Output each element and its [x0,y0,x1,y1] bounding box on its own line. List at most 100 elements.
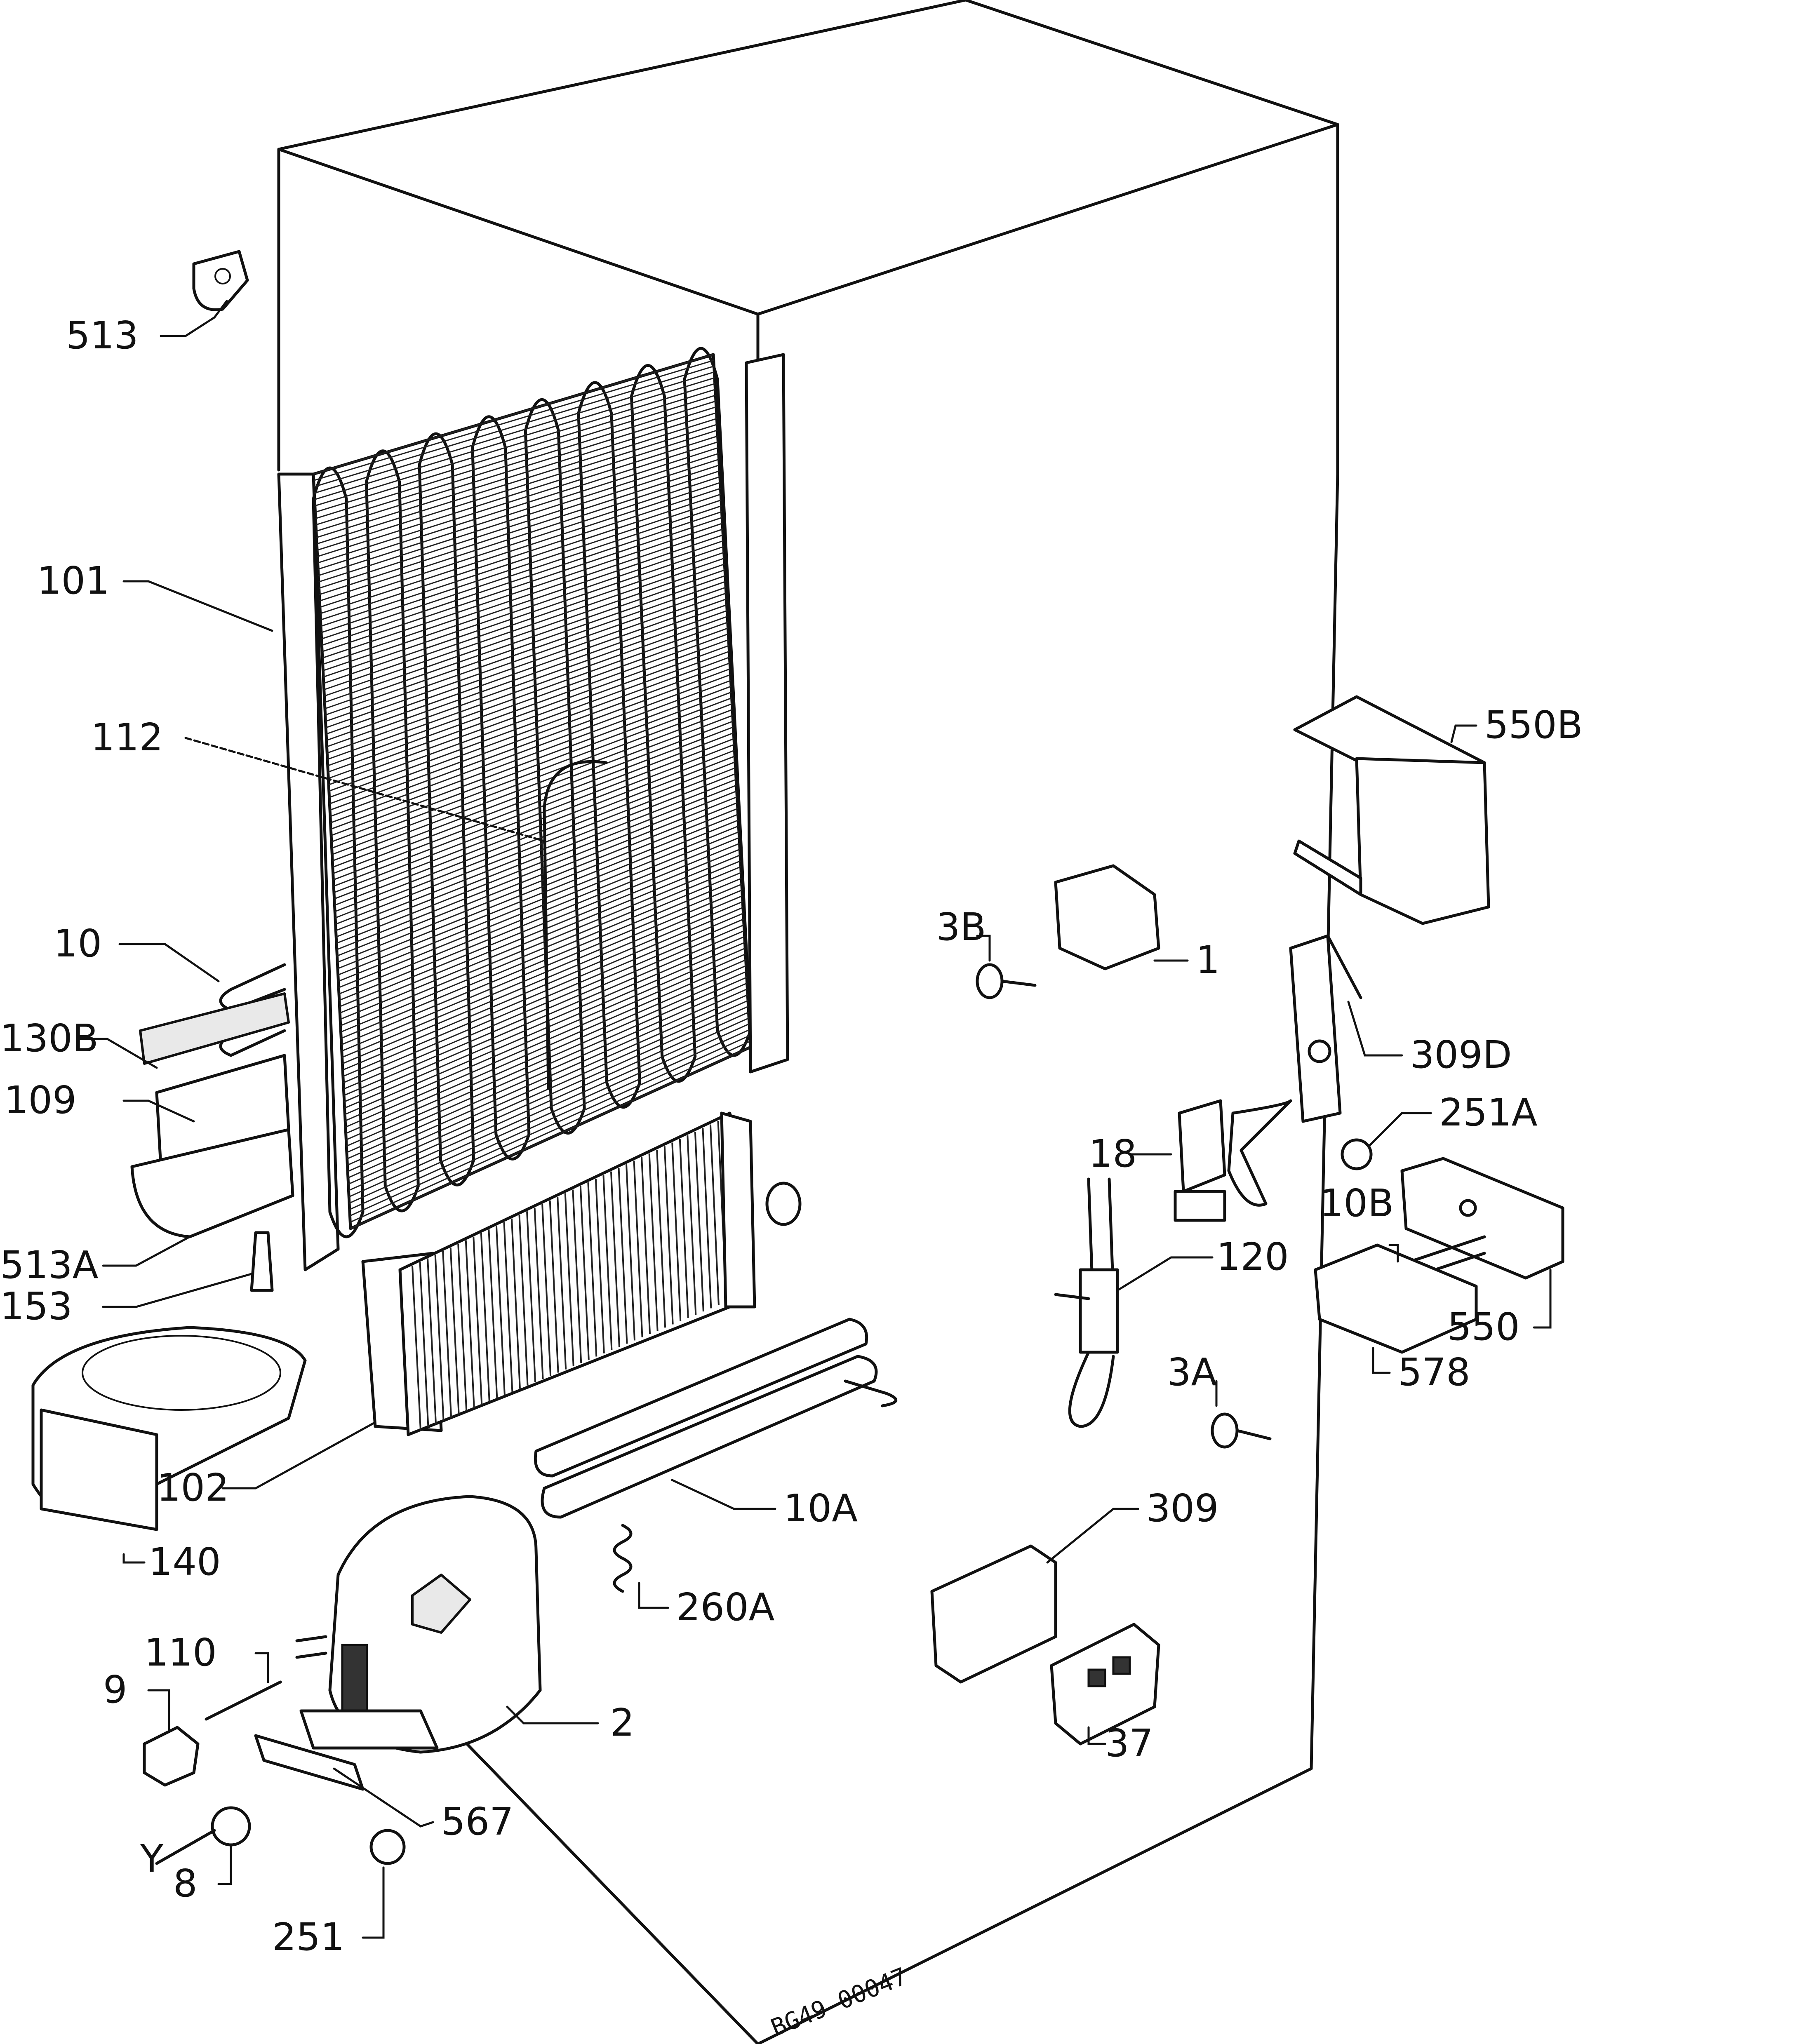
condenser-wire [348,1017,749,1198]
condenser-tube [577,381,641,1109]
condenser-wire [340,860,741,1027]
callout-109: 109 [4,1078,77,1122]
condenser-wire [344,936,745,1109]
compressor-2 [295,1495,542,1754]
callout-8: 8 [173,1861,198,1905]
heat-exchanger-fin [618,1168,628,1344]
condenser-wire [340,854,741,1020]
insulation-130B [139,992,290,1065]
heat-exchanger-fin [709,1124,720,1305]
callout-110: 110 [144,1631,217,1675]
condenser-wire [329,662,730,811]
callout-101: 101 [37,559,110,603]
callout-550: 550 [1447,1305,1520,1349]
condenser-wire [334,738,734,893]
condenser-wire [334,755,735,912]
heat-exchanger-fin [473,1236,483,1405]
callout-120: 120 [1216,1235,1289,1279]
callout-3b: 3B [936,905,986,949]
leader-lines [77,300,1552,1939]
condenser-wire [346,965,747,1141]
condenser-wire [336,796,738,957]
condenser-wire [325,575,726,716]
callout-18: 18 [1089,1132,1137,1176]
heat-exchanger-fin [412,1265,421,1431]
callout-10: 10 [54,921,102,966]
heat-exchanger-102 [361,1111,802,1436]
condenser-wire [332,697,732,849]
condenser-wire [330,680,731,830]
condenser-wire [323,540,724,678]
condenser-wire [322,534,723,672]
condenser-wire [348,1006,749,1185]
condenser-wire [350,1046,751,1229]
drawing-reference-number: BG49-00047 [767,1962,911,2042]
condenser-wire [336,790,737,950]
condenser-101 [277,347,789,1271]
drier-coil-112 [543,760,608,1090]
heat-exchanger-fin [503,1222,513,1392]
condenser-wire [325,581,726,722]
callout-37: 37 [1105,1721,1153,1765]
heat-exchanger-fin [449,1247,460,1415]
callout-140: 140 [148,1540,221,1584]
heat-exchanger-fin [702,1128,712,1309]
evaporating-tray-140 [31,1326,307,1531]
condenser-tube [524,398,586,1135]
condenser-wire [326,598,727,741]
condenser-wire [318,453,719,583]
condenser-wire [339,848,740,1014]
condenser-wire [323,546,724,684]
condenser-wire [345,947,746,1121]
grommet-251A [1341,1138,1373,1170]
heat-exchanger-fin [427,1258,437,1424]
heat-exchanger-fin [656,1149,666,1328]
condenser-wire [333,732,734,887]
heat-exchanger-fin [687,1135,697,1315]
condenser-wire [341,872,741,1039]
condenser-wire [319,470,720,601]
condenser-wire [336,779,736,938]
condenser-wire [346,971,747,1147]
condenser-wire [343,907,743,1077]
condenser-tube [418,432,475,1186]
heat-exchanger-fin [457,1244,468,1412]
condenser-wire [335,761,736,919]
condenser-wire [332,709,733,862]
condenser-wire [314,377,715,500]
bracket-550 [1400,1157,1564,1280]
condenser-wire [332,703,732,855]
condenser-wire [329,656,730,805]
cabinet-body [277,0,1339,2044]
condenser-wire [326,592,727,735]
condenser-wire [329,645,729,792]
condenser-wire [342,895,743,1064]
control-panel-37 [1050,1623,1160,1746]
condenser-wire [319,464,720,595]
relay-8: Y [140,1806,251,1881]
callout-1: 1 [1196,938,1220,982]
mounting-plate-567 [254,1734,365,1791]
callout-10a: 10A [783,1486,858,1530]
condenser-wire [333,726,734,881]
condenser-wire [338,825,739,989]
callout-102: 102 [157,1466,229,1510]
callout-2: 2 [610,1701,635,1745]
bracket-513 [192,250,249,311]
condenser-wire [315,389,715,513]
condenser-wire [342,901,743,1071]
callout-309d: 309D [1410,1033,1512,1077]
svg-text:Y: Y [140,1837,164,1881]
heat-exchanger-fin [465,1240,475,1408]
callout-labels: 513 101 112 10 130B 109 513A 153 102 140… [0,313,1583,1959]
callout-309: 309 [1146,1486,1219,1530]
condenser-wire [325,587,726,728]
heat-exchanger-fin [557,1197,567,1370]
heat-exchanger-fin [534,1208,544,1379]
grommet-9 [143,1726,200,1787]
heat-exchanger-fin [510,1218,521,1389]
condenser-wire [315,395,716,519]
heat-exchanger-fin [694,1132,704,1312]
callout-3a: 3A [1167,1350,1217,1394]
